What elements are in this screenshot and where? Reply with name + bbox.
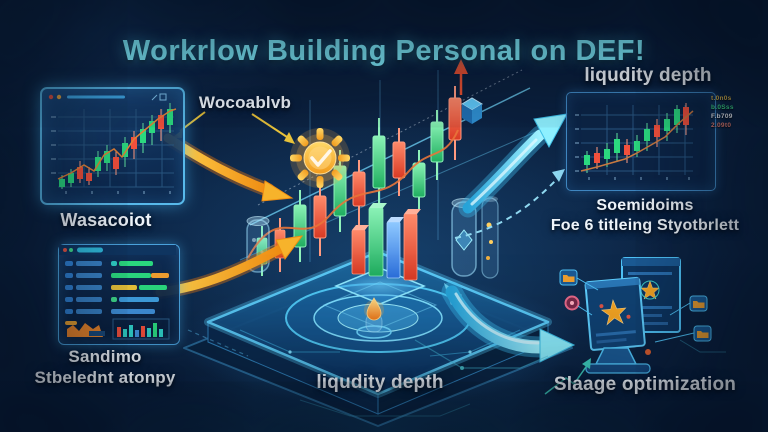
- liquidity-chart-panel: [566, 92, 716, 191]
- mini-candles: [584, 103, 689, 173]
- glass-cylinder-right: [451, 198, 477, 277]
- alert-ring-icon: [564, 295, 593, 316]
- legend-entry: b.0Sss: [711, 104, 734, 111]
- legend-entry: t.0n0s: [711, 95, 732, 102]
- dashboard-panel: [58, 244, 180, 345]
- folder-icon-right2: [654, 325, 712, 343]
- glass-tube: [481, 196, 499, 279]
- trend-line: [57, 108, 177, 180]
- label-slippage: Slaage optimization: [553, 374, 737, 395]
- circuit-lines: [187, 329, 726, 417]
- flame-icon: [356, 297, 392, 339]
- arrow-teal-up: [544, 358, 591, 395]
- label-liquidity-bottom: liqudity depth: [316, 372, 444, 393]
- mini-candles: [59, 103, 173, 189]
- arrow-dashed-right: [454, 169, 565, 239]
- label-workflow: Wocoablvb: [198, 93, 292, 112]
- row-labels: [65, 261, 102, 314]
- monitor-group: [544, 257, 712, 395]
- liquidity-mini-chart: [575, 103, 694, 180]
- sun-check-icon: [290, 128, 350, 188]
- label-right-caption-line2: Foe 6 titleing Styotbrlett: [550, 217, 740, 234]
- arrow-orange-top: [161, 131, 294, 202]
- dashboard-mini: [59, 245, 176, 340]
- label-liquidity-top: liqudity depth: [584, 65, 712, 86]
- label-top-left-chart: Wasacoiot: [60, 210, 152, 230]
- label-bottom-left-line2: Stbelednt atonpy: [34, 368, 176, 388]
- legend-entry: F.b709: [711, 113, 733, 120]
- monitor-icon-front: [584, 276, 646, 351]
- label-right-caption: Soemidoims Foe 6 titleing Styotbrlett: [528, 196, 762, 236]
- mini-bar-chart: [112, 318, 170, 340]
- arrow-cyan-topright: [458, 113, 568, 218]
- candlestick-mini-chart: [48, 93, 177, 194]
- arrow-cyan-bottomright: [441, 281, 576, 363]
- trend-line: [580, 110, 694, 172]
- legend-entry: 2.09t0: [711, 122, 732, 129]
- connector-lines-workflow: [172, 111, 295, 144]
- label-bottom-left: Sandimo Stbelednt atonpy: [10, 346, 200, 389]
- cube-icon: [461, 97, 483, 124]
- label-bottom-left-line1: Sandimo: [68, 347, 142, 366]
- label-right-caption-line1: Soemidoims: [596, 197, 694, 214]
- page-title: Workrlow Building Personal on DEF!: [122, 35, 646, 68]
- up-arrow-icon: [454, 59, 468, 95]
- bar-chart-3d: [322, 203, 438, 329]
- top-left-chart-panel: [40, 87, 185, 205]
- trend-line: [247, 129, 459, 259]
- folder-icon-topleft: [559, 269, 599, 291]
- folder-icon-right1: [669, 295, 708, 316]
- chart-legend: t.0n0s b.0Sss F.b709 2.09t0: [711, 94, 765, 130]
- hbar-chart: [111, 261, 169, 314]
